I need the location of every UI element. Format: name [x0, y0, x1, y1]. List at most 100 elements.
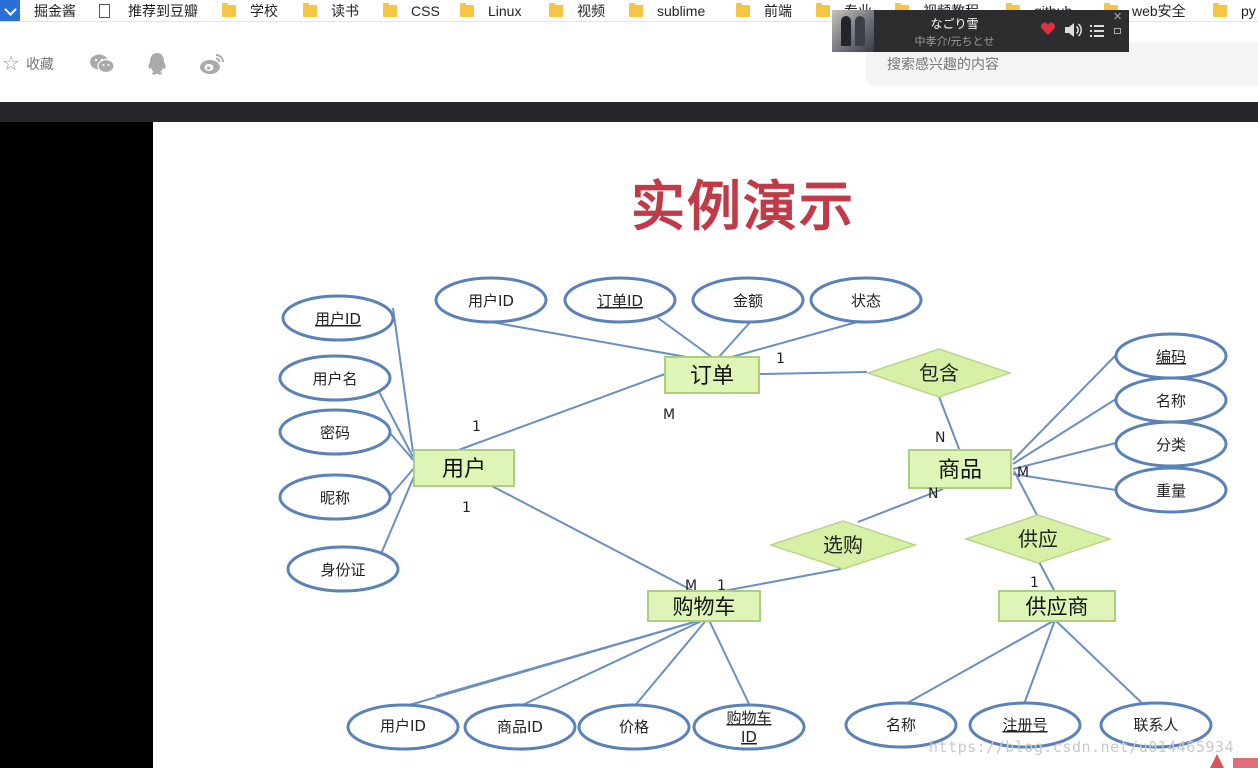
attribute-label: 价格: [619, 718, 649, 736]
bookmark-label: CSS: [411, 3, 440, 19]
bookmark-python[interactable]: py: [1213, 0, 1256, 21]
attribute-label: 密码: [320, 424, 350, 442]
folder-icon: [629, 3, 643, 17]
attribute-label: 名称: [1156, 392, 1186, 410]
attribute-price: [577, 703, 691, 751]
bookmark-label: 前端: [764, 3, 792, 19]
entities: 用户 订单 商品 购物车 供应商: [413, 356, 1116, 622]
attribute-label: 状态: [851, 292, 881, 310]
attribute-label: 金额: [733, 292, 763, 310]
attribute-user-id: [281, 294, 395, 342]
folder-icon: [549, 3, 563, 17]
cart-attributes: 用户ID 商品ID 价格 购物车 ID: [346, 703, 806, 751]
attribute-label: 编码: [1156, 348, 1186, 366]
cardinality-label: M: [663, 407, 675, 423]
attribute-reg-no: [968, 701, 1082, 749]
folder-icon: [303, 3, 317, 17]
playlist-icon[interactable]: [1090, 24, 1104, 42]
attribute-label: 商品ID: [497, 718, 543, 736]
attribute-status: [809, 276, 923, 324]
attribute-label: 注册号: [1002, 716, 1047, 734]
order-attributes: 用户ID 订单ID 金额 状态: [434, 276, 923, 324]
cardinality-label: N: [928, 486, 938, 502]
attribute-label: 重量: [1156, 482, 1186, 500]
favorite-label: 收藏: [25, 56, 54, 72]
bookmark-sublime[interactable]: sublime: [629, 0, 706, 21]
attribute-label: 购物车: [726, 709, 771, 727]
relation-label: 选购: [823, 533, 863, 557]
attribute-cart-id: [692, 703, 806, 751]
relations: 包含 选购 供应: [768, 348, 1113, 570]
close-icon[interactable]: ✕: [1113, 11, 1123, 23]
entity-user: [413, 449, 515, 487]
music-player-popup: なごり雪 中孝介/元ちとせ ✕: [832, 10, 1129, 52]
heart-icon[interactable]: [1040, 22, 1056, 41]
video-top-bar: [0, 102, 1258, 122]
entity-label: 商品: [938, 458, 982, 483]
cardinality-label: 1: [717, 578, 726, 594]
entity-cart: [647, 590, 761, 622]
wechat-icon[interactable]: [89, 52, 115, 76]
relation-label: 供应: [1018, 527, 1058, 551]
cardinalities: 1 M 1 M 1 1 N N M 1: [462, 351, 1039, 594]
cardinality-label: M: [1017, 465, 1029, 481]
relation-contains: [865, 348, 1013, 398]
attribute-amount: [691, 276, 805, 324]
folder-icon: [383, 3, 397, 17]
bookmark-css[interactable]: CSS: [383, 0, 440, 21]
entity-label: 订单: [690, 364, 734, 389]
attribute-label: 身份证: [320, 561, 365, 579]
entity-label: 供应商: [1026, 595, 1089, 619]
entity-product: [908, 449, 1012, 489]
video-slide[interactable]: 实例演示: [153, 122, 1258, 768]
bookmark-label: 学校: [250, 3, 278, 19]
attribute-cart-user-id: [346, 703, 460, 751]
attribute-label: 昵称: [320, 489, 350, 507]
attribute-label: 订单ID: [597, 292, 643, 310]
weibo-icon[interactable]: [199, 52, 225, 76]
entity-label: 用户: [442, 457, 486, 482]
folder-icon: [736, 3, 750, 17]
minimize-icon[interactable]: [1114, 28, 1121, 34]
supplier-attributes: 名称 注册号 联系人: [844, 701, 1213, 749]
favorite-button[interactable]: ☆ 收藏: [2, 54, 54, 74]
bookmark-juejin[interactable]: 掘金酱: [34, 0, 76, 21]
bookmark-douban[interactable]: 推荐到豆瓣: [99, 0, 198, 21]
attribute-supplier-name: [844, 701, 958, 749]
bookmark-label: 掘金酱: [34, 3, 76, 19]
attribute-nickname: [278, 473, 392, 521]
volume-icon[interactable]: [1064, 22, 1082, 43]
folder-icon: [816, 3, 830, 17]
folder-icon: [222, 3, 236, 17]
attribute-order-user-id: [434, 276, 548, 324]
album-cover[interactable]: [832, 10, 874, 52]
attribute-contact: [1099, 701, 1213, 749]
relation-supply: [963, 514, 1113, 564]
product-attributes: 编码 名称 分类 重量: [1114, 332, 1228, 514]
attribute-label: 用户ID: [380, 717, 426, 735]
qq-icon[interactable]: [144, 52, 170, 76]
cardinality-label: 1: [776, 351, 785, 367]
bookmark-label: 视频: [577, 3, 605, 19]
bookmark-reading[interactable]: 读书: [303, 0, 359, 21]
apps-icon[interactable]: [0, 0, 20, 21]
relation-choose: [768, 520, 918, 570]
entity-supplier: [998, 590, 1116, 622]
bookmark-label: 读书: [331, 3, 359, 19]
song-artist: 中孝介/元ちとせ: [914, 36, 995, 48]
bookmark-label: sublime: [657, 3, 706, 19]
bookmark-school[interactable]: 学校: [222, 0, 278, 21]
bookmark-video[interactable]: 视频: [549, 0, 605, 21]
song-title: なごり雪: [930, 17, 979, 31]
cardinality-label: 1: [462, 500, 471, 516]
attribute-label: ID: [741, 728, 757, 746]
attribute-weight: [1114, 466, 1228, 514]
cardinality-label: N: [935, 430, 945, 446]
video-letterbox: [0, 122, 153, 768]
bookmark-linux[interactable]: Linux: [460, 0, 521, 21]
watermark-text: https://blog.csdn.net/u014465934: [929, 738, 1234, 756]
attribute-password: [278, 408, 392, 456]
connector-lines: [374, 307, 1146, 709]
attribute-username: [278, 354, 392, 402]
bookmark-frontend[interactable]: 前端: [736, 0, 792, 21]
